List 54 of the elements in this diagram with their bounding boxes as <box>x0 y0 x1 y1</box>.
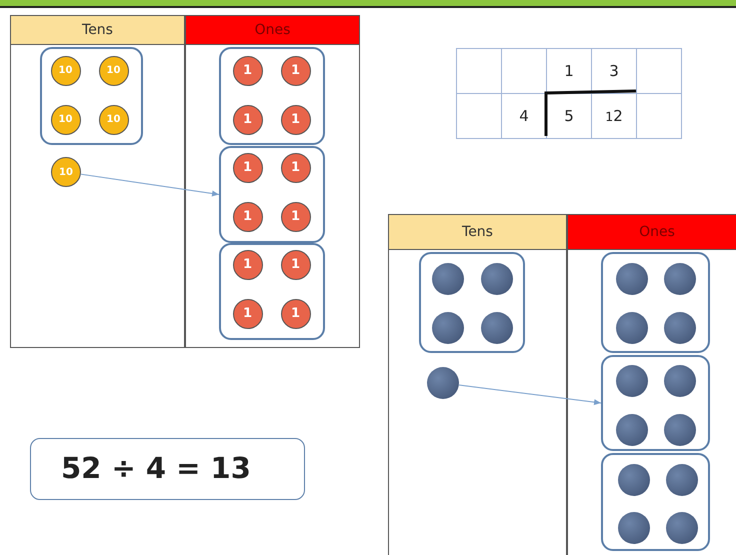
counter <box>432 312 464 344</box>
counter <box>616 312 648 344</box>
place-value-counter: 1 <box>280 152 310 182</box>
place-value-column <box>567 214 736 555</box>
counter <box>480 262 512 294</box>
counter-group-frame <box>219 243 325 340</box>
place-value-counter: 10 <box>98 56 128 86</box>
counter <box>432 262 464 294</box>
place-value-counter: 1 <box>232 202 262 232</box>
counter-group-frame <box>601 355 710 451</box>
counter <box>664 414 696 446</box>
place-value-column <box>185 15 360 348</box>
column-heading: Ones <box>186 16 359 45</box>
place-value-counter: 1 <box>232 298 262 328</box>
place-value-counter: 1 <box>232 152 262 182</box>
place-value-counter: 1 <box>280 56 310 86</box>
place-value-column <box>10 15 185 348</box>
place-value-counter: 1 <box>280 298 310 328</box>
place-value-counter: 10 <box>50 56 80 86</box>
counter <box>664 262 696 294</box>
equation-text: 52 ÷ 4 = 13 <box>61 451 251 485</box>
counter-group-frame <box>601 453 710 551</box>
counter-group-frame <box>40 47 143 145</box>
counter-group-frame <box>601 252 710 353</box>
counter-group-frame <box>419 252 525 353</box>
counter <box>616 364 648 396</box>
counter <box>664 364 696 396</box>
equation-box <box>30 438 305 500</box>
place-value-counter: 10 <box>98 104 128 134</box>
counter-group-frame <box>219 47 325 145</box>
place-value-counter: 1 <box>280 104 310 134</box>
counter-group-frame <box>219 146 325 243</box>
place-value-counter: 1 <box>280 250 310 280</box>
counter <box>618 464 650 496</box>
column-heading: Ones <box>568 215 736 250</box>
place-value-counter: 1 <box>232 104 262 134</box>
place-value-counter: 1 <box>280 202 310 232</box>
place-value-counter: 10 <box>50 104 80 134</box>
counter <box>666 512 698 544</box>
counter <box>480 312 512 344</box>
place-value-counter: 10 <box>51 157 81 187</box>
counter <box>664 312 696 344</box>
counter <box>666 464 698 496</box>
arrow <box>458 384 602 406</box>
counter <box>618 512 650 544</box>
counter <box>427 367 459 399</box>
column-heading: Tens <box>389 215 566 250</box>
counter <box>616 414 648 446</box>
column-heading: Tens <box>11 16 184 45</box>
counter <box>616 262 648 294</box>
place-value-counter: 1 <box>232 56 262 86</box>
place-value-column <box>388 214 567 555</box>
place-value-counter: 1 <box>232 250 262 280</box>
arrow <box>80 174 220 196</box>
